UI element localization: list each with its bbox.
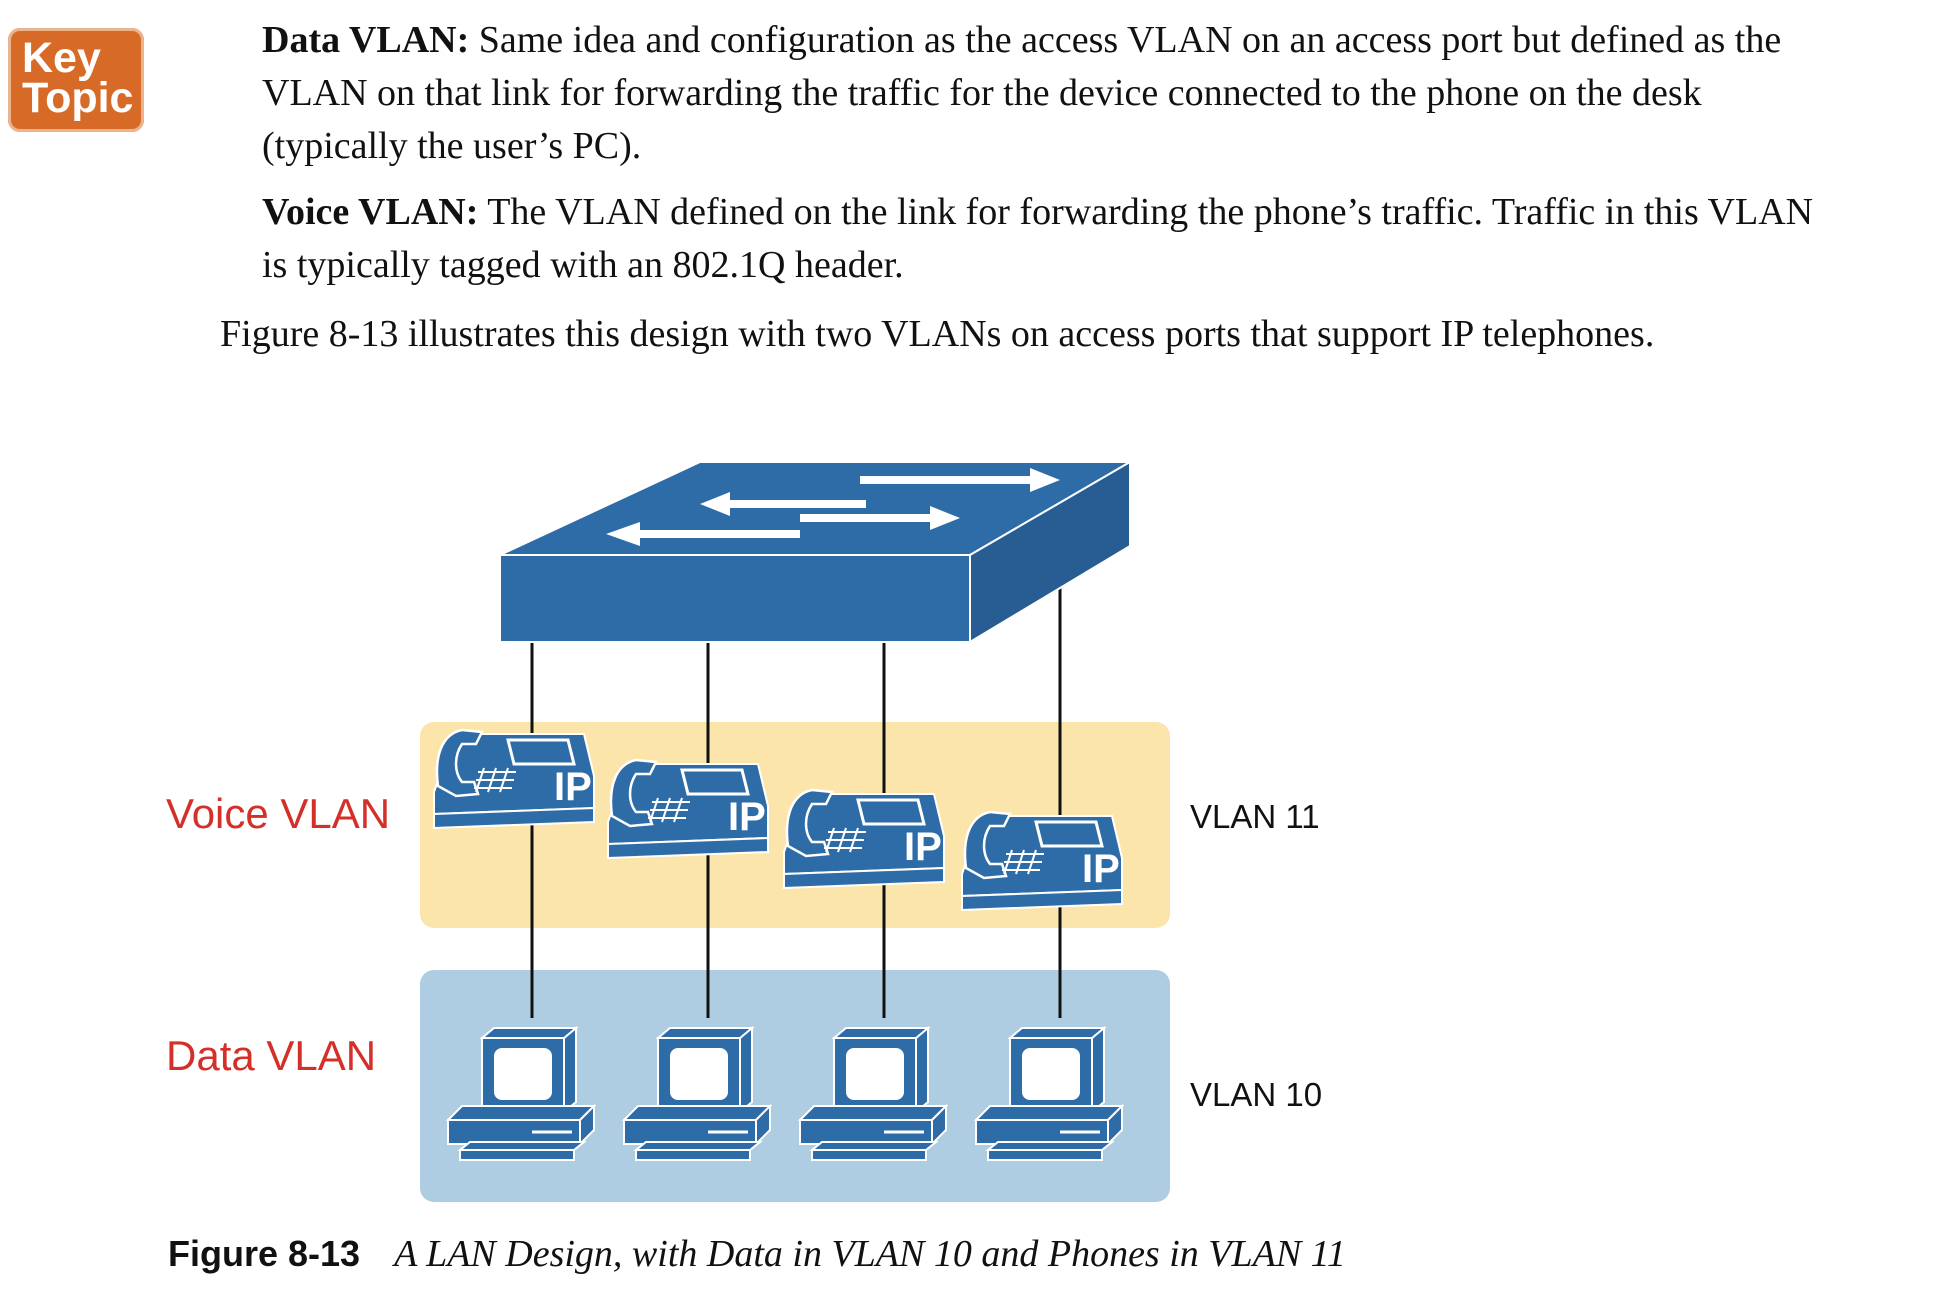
ip-phone-icon: IP	[960, 810, 1124, 912]
phone-ip-text: IP	[554, 765, 592, 809]
data-vlan-label: Data VLAN	[166, 1032, 376, 1079]
vlan-11-label: VLAN 11	[1190, 798, 1320, 835]
key-topic-badge: Key Topic	[8, 28, 144, 132]
phone-ip-text: IP	[904, 825, 942, 869]
vlan-10-label: VLAN 10	[1190, 1076, 1322, 1113]
key-topic-line1: Key	[22, 34, 101, 82]
intro-paragraph: Figure 8-13 illustrates this design with…	[220, 313, 1655, 355]
figure-caption: Figure 8-13 A LAN Design, with Data in VL…	[168, 1232, 1346, 1276]
phone-ip-text: IP	[1082, 847, 1120, 891]
definition-text: The VLAN defined on the link for forward…	[262, 191, 1814, 286]
definition-data-vlan: Data VLAN: Same idea and configuration a…	[262, 14, 1842, 173]
definition-voice-vlan: Voice VLAN: The VLAN defined on the link…	[262, 186, 1842, 292]
definition-text: Same idea and configuration as the acces…	[262, 19, 1782, 167]
switch-icon	[499, 460, 1134, 644]
phone-ip-text: IP	[728, 795, 766, 839]
ip-phone-icon: IP	[606, 758, 770, 860]
ip-phone-icon: IP	[782, 788, 946, 890]
key-topic-line2: Topic	[22, 74, 134, 122]
caption-label: Figure 8-13	[168, 1233, 361, 1274]
ip-phone-icon: IP	[432, 728, 596, 830]
definition-term: Data VLAN:	[262, 19, 470, 61]
definition-term: Voice VLAN:	[262, 191, 479, 233]
voice-vlan-label: Voice VLAN	[166, 790, 390, 837]
caption-text: A LAN Design, with Data in VLAN 10 and P…	[394, 1233, 1346, 1275]
